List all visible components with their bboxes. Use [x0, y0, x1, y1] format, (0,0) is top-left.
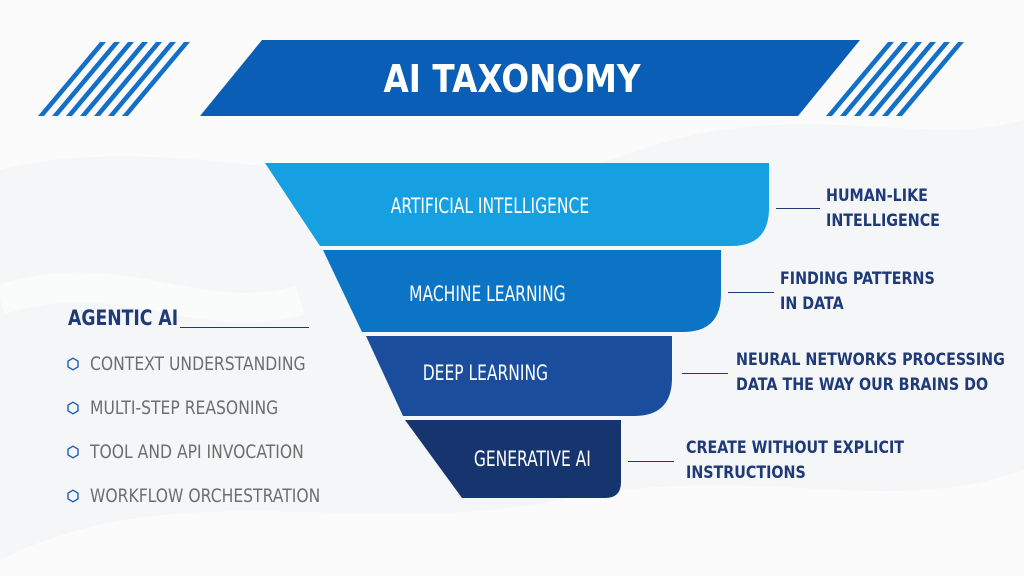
page-title: AI TAXONOMY: [383, 57, 641, 101]
tier-description-3-line-2: DATA THE WAY OUR BRAINS DO: [736, 375, 989, 395]
connector-line-2: [728, 292, 774, 293]
agentic-ai-heading: AGENTIC AI: [68, 306, 179, 330]
connector-line-1: [776, 208, 820, 209]
tier-1-shape: [265, 163, 769, 246]
tier-description-2-line-2: IN DATA: [780, 294, 844, 314]
connector-line-4: [628, 461, 674, 462]
tier-label-generative-ai: GENERATIVE AI: [474, 447, 591, 471]
list-item: MULTI-STEP REASONING: [66, 386, 371, 430]
tier-description-1-line-2: INTELLIGENCE: [826, 211, 940, 231]
tier-description-4-line-1: CREATE WITHOUT EXPLICIT: [686, 438, 905, 458]
hexagon-outline-icon: [67, 357, 79, 371]
tier-description-4: CREATE WITHOUT EXPLICIT INSTRUCTIONS: [686, 436, 904, 486]
left-stripes: [38, 42, 190, 116]
agentic-item-text: CONTEXT UNDERSTANDING: [90, 353, 306, 375]
agentic-item-text: TOOL AND API INVOCATION: [90, 441, 304, 463]
agentic-item-text: MULTI-STEP REASONING: [90, 397, 279, 419]
agentic-ai-list: CONTEXT UNDERSTANDING MULTI-STEP REASONI…: [66, 342, 371, 518]
agentic-item-text: WORKFLOW ORCHESTRATION: [90, 485, 321, 507]
title-banner: [38, 40, 964, 116]
tier-description-2: FINDING PATTERNS IN DATA: [780, 267, 935, 317]
tier-description-4-line-2: INSTRUCTIONS: [686, 463, 806, 483]
tier-3-shape: [366, 336, 672, 416]
tier-description-2-line-1: FINDING PATTERNS: [780, 269, 935, 289]
agentic-ai-divider: [180, 327, 309, 328]
connector-line-3: [682, 373, 728, 374]
list-item: CONTEXT UNDERSTANDING: [66, 342, 371, 386]
tier-description-1-line-1: HUMAN-LIKE: [826, 186, 928, 206]
banner-bar: [200, 40, 860, 116]
right-stripes: [826, 42, 964, 116]
tier-label-deep-learning: DEEP LEARNING: [422, 361, 548, 385]
tier-description-3: NEURAL NETWORKS PROCESSING DATA THE WAY …: [736, 348, 1005, 398]
hexagon-outline-icon: [67, 489, 79, 503]
tier-4-shape: [405, 420, 621, 498]
hexagon-outline-icon: [67, 401, 79, 415]
list-item: TOOL AND API INVOCATION: [66, 430, 371, 474]
tier-label-machine-learning: MACHINE LEARNING: [409, 282, 566, 306]
tier-description-1: HUMAN-LIKE INTELLIGENCE: [826, 184, 940, 234]
tier-description-3-line-1: NEURAL NETWORKS PROCESSING: [736, 350, 1005, 370]
tier-2-shape: [323, 250, 721, 332]
hexagon-outline-icon: [67, 445, 79, 459]
tier-label-artificial-intelligence: ARTIFICIAL INTELLIGENCE: [390, 194, 590, 218]
list-item: WORKFLOW ORCHESTRATION: [66, 474, 371, 518]
